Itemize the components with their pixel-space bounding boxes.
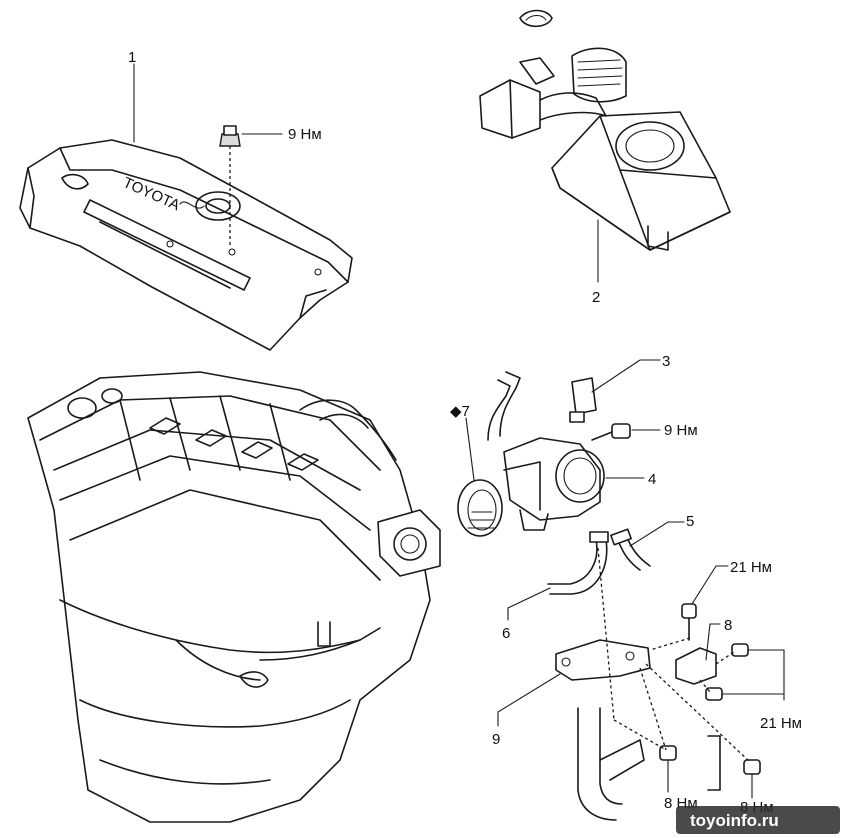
torque-cover-label: 9 Нм bbox=[288, 126, 322, 143]
watermark-badge: toyoinfo.ru bbox=[676, 806, 840, 834]
engine-block-part bbox=[27, 371, 441, 823]
guide-line-5 bbox=[715, 651, 735, 665]
leader-7 bbox=[465, 417, 475, 481]
callout-7: ◆7 bbox=[450, 403, 470, 420]
bracket-bolt-top bbox=[681, 603, 697, 641]
leader-5 bbox=[629, 521, 685, 547]
throttle-body-part bbox=[503, 437, 605, 531]
engine-cover-part: TOYOTA bbox=[19, 139, 353, 351]
leader-bracket-top-torque bbox=[691, 565, 729, 605]
leader-8 bbox=[705, 623, 721, 661]
guide-line-2 bbox=[649, 637, 691, 651]
small-hose-outline bbox=[499, 371, 521, 437]
lower-pipe-1 bbox=[577, 707, 617, 821]
leader-3 bbox=[591, 359, 661, 393]
guide-line-6 bbox=[699, 679, 711, 693]
leader-6 bbox=[507, 587, 551, 621]
gasket-part-7 bbox=[457, 479, 503, 537]
torque-bracket-right-label: 21 Нм bbox=[760, 715, 802, 732]
callout-4: 4 bbox=[648, 471, 656, 488]
throttle-bolt bbox=[591, 423, 631, 441]
pipe-clamp bbox=[599, 739, 645, 781]
callout-1: 1 bbox=[128, 49, 136, 66]
bracket-nut-right-1 bbox=[731, 643, 749, 657]
lower-pipe-2 bbox=[599, 707, 623, 805]
watermark-text: toyoinfo.ru bbox=[690, 811, 779, 830]
guide-line-3 bbox=[639, 667, 667, 751]
callout-9: 9 bbox=[492, 731, 500, 748]
bracket-part-8 bbox=[675, 647, 717, 685]
hose-part-6 bbox=[547, 531, 609, 595]
hose-part-5 bbox=[610, 528, 651, 571]
bottom-bolt-right bbox=[743, 759, 761, 775]
cover-nut bbox=[219, 125, 241, 147]
air-cleaner-part bbox=[479, 9, 731, 251]
bracket-part-9 bbox=[555, 639, 651, 681]
callout-8: 8 bbox=[724, 617, 732, 634]
callout-6: 6 bbox=[502, 625, 510, 642]
leader-bracket-right-a bbox=[747, 649, 785, 701]
callout-2: 2 bbox=[592, 289, 600, 306]
torque-bracket-top-label: 21 Нм bbox=[730, 559, 772, 576]
guide-line-1 bbox=[597, 547, 615, 721]
guide-line-7 bbox=[613, 719, 667, 751]
callout-3: 3 bbox=[662, 353, 670, 370]
small-hose bbox=[487, 379, 511, 441]
hose-part-3 bbox=[569, 377, 597, 423]
callout-5: 5 bbox=[686, 513, 694, 530]
leader-9 bbox=[497, 673, 561, 727]
lower-bracket bbox=[707, 735, 721, 791]
torque-throttle-label: 9 Нм bbox=[664, 422, 698, 439]
